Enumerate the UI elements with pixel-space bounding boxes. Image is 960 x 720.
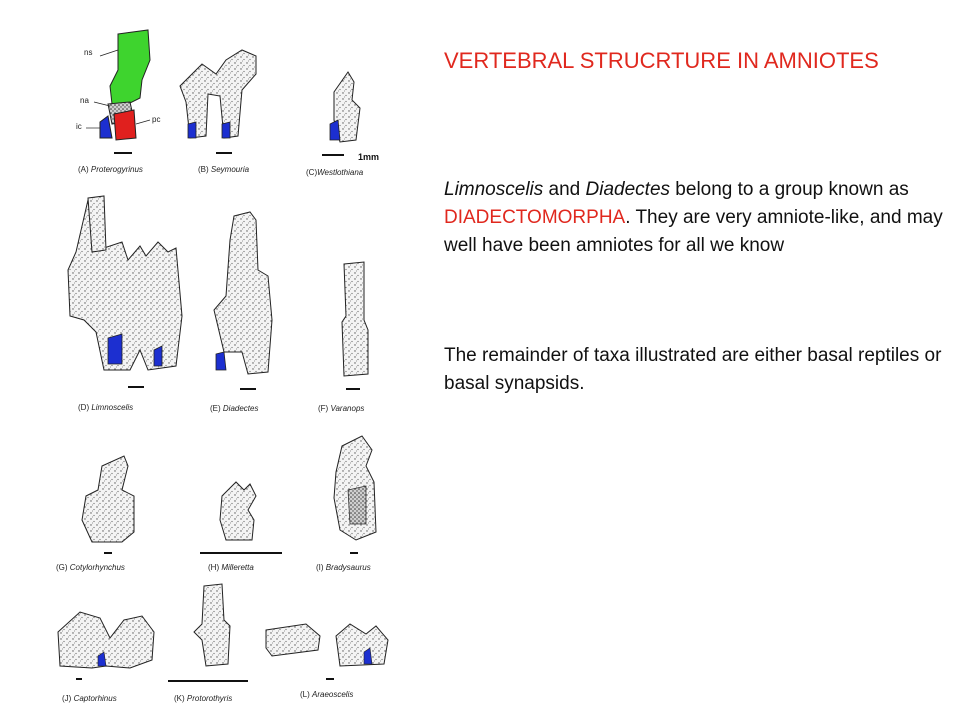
caption-k: (K) Protorothyris	[174, 694, 233, 703]
caption-e: (E) Diadectes	[210, 404, 259, 413]
paragraph-remainder: The remainder of taxa illustrated are ei…	[444, 345, 942, 394]
vertebra-k	[168, 583, 248, 682]
taxon-limnoscelis: Limnoscelis	[444, 179, 544, 200]
caption-f: (F) Varanops	[318, 404, 365, 413]
caption-a: (A) Proterogyrinus	[78, 165, 143, 174]
label-pc: pc	[152, 115, 161, 124]
caption-c: (C)Westlothiana	[306, 168, 364, 177]
caption-b: (B) Seymouria	[198, 165, 250, 174]
vertebra-a	[99, 29, 151, 154]
vertebra-i	[333, 435, 377, 554]
vertebra-c	[322, 71, 361, 156]
vertebra-l	[265, 623, 389, 680]
vertebra-h	[200, 481, 282, 554]
vertebra-b	[179, 49, 257, 154]
vertebra-d	[67, 195, 183, 388]
scale-label: 1mm	[358, 152, 380, 162]
label-na: na	[80, 96, 89, 105]
vertebra-g	[81, 455, 135, 554]
vertebrae-figure: ns na ic pc 1mm (A) Proterogyrinus (B) S…	[30, 20, 400, 710]
caption-g: (G) Cotylorhynchus	[56, 563, 125, 572]
taxon-diadectes: Diadectes	[585, 179, 671, 200]
caption-h: (H) Milleretta	[208, 563, 254, 572]
label-ic: ic	[76, 122, 82, 131]
group-name: DIADECTOMORPHA	[444, 207, 626, 228]
label-ns: ns	[84, 48, 93, 57]
paragraph-diadectomorpha: Limnoscelis and Diadectes belong to a gr…	[444, 179, 943, 256]
caption-d: (D) Limnoscelis	[78, 403, 134, 412]
caption-j: (J) Captorhinus	[62, 694, 117, 703]
caption-l: (L) Araeoscelis	[300, 690, 354, 699]
slide-title: VERTEBRAL STRUCRTURE IN AMNIOTES	[444, 48, 879, 73]
vertebra-f	[341, 261, 369, 390]
vertebra-e	[213, 211, 273, 390]
caption-i: (I) Bradysaurus	[316, 563, 371, 572]
vertebrae-illustration	[57, 29, 389, 682]
vertebra-j	[57, 611, 155, 680]
